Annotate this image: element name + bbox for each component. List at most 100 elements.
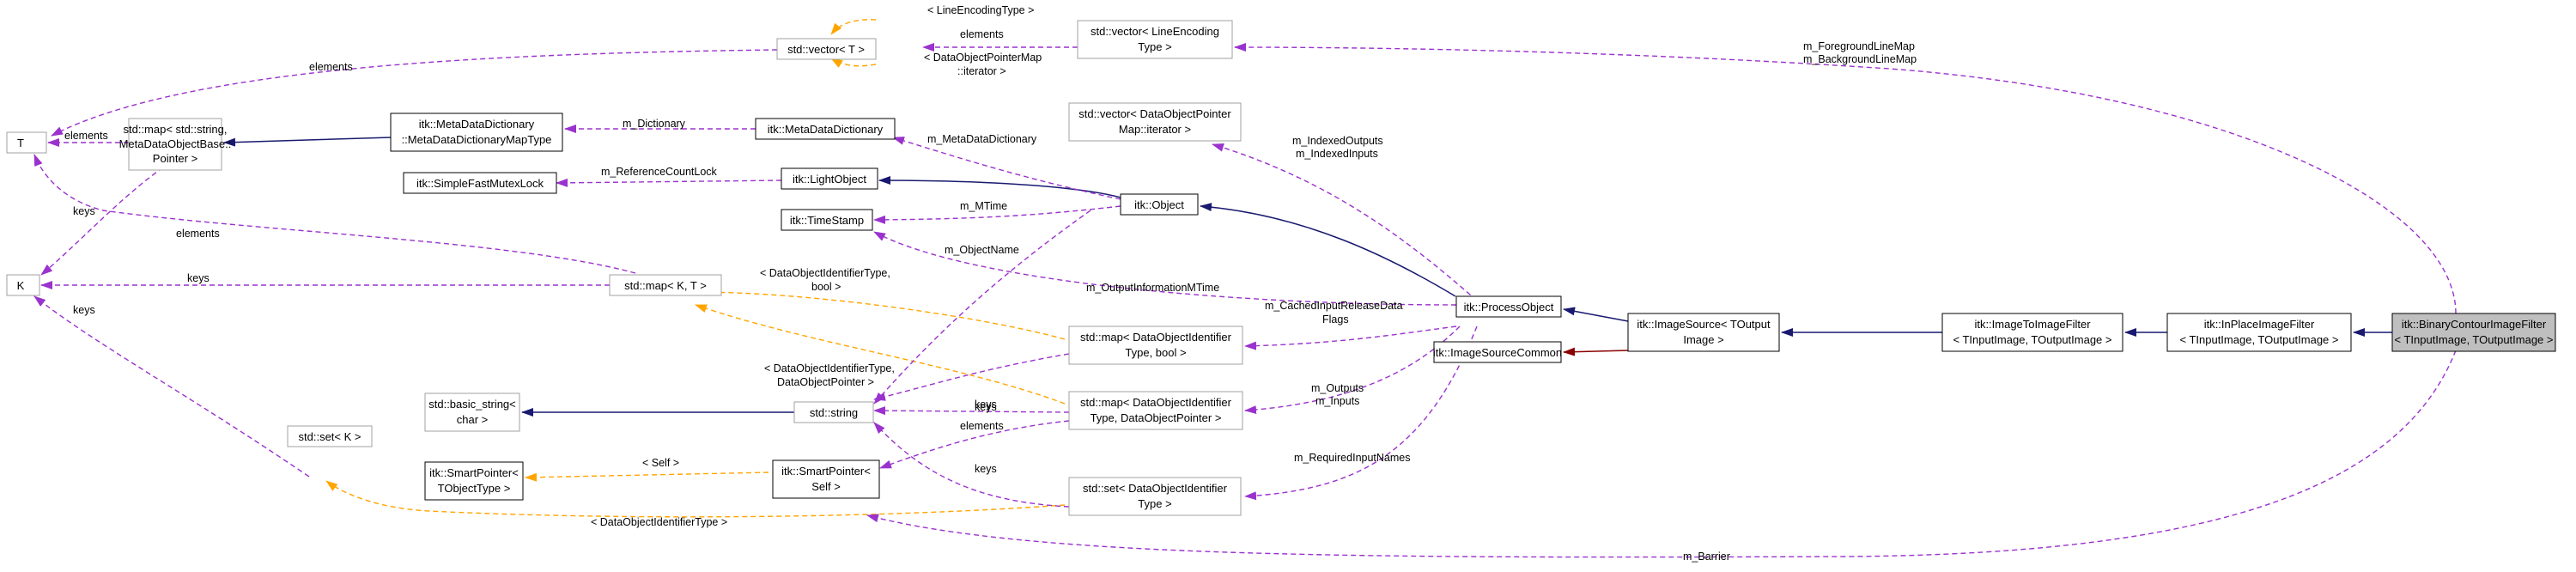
svg-text:std::vector< T >: std::vector< T > — [787, 43, 865, 56]
label-cached-2: Flags — [1322, 313, 1349, 326]
edge-smartptr-self — [525, 472, 769, 482]
label-barrier: m_Barrier — [1683, 551, 1730, 563]
svg-text:Self >: Self > — [811, 480, 841, 493]
svg-text:std::vector< LineEncoding: std::vector< LineEncoding — [1091, 25, 1219, 38]
svg-text:itk::ImageSourceCommon: itk::ImageSourceCommon — [1433, 346, 1562, 359]
edge-vectorT-to-vectorLE — [830, 19, 877, 35]
label-keys-mapDOP: keys — [975, 399, 997, 411]
edge-barrier — [866, 350, 2457, 558]
svg-text:itk::ImageToImageFilter: itk::ImageToImageFilter — [1974, 318, 2091, 331]
class-node-metadata-dictionary-map-type[interactable]: itk::MetaDataDictionary ::MetaDataDictio… — [390, 113, 563, 152]
label-elements-mapDOP: elements — [960, 420, 1004, 432]
svg-text:itk::InPlaceImageFilter: itk::InPlaceImageFilter — [2204, 318, 2315, 331]
class-node-image-to-image-filter[interactable]: itk::ImageToImageFilter < TInputImage, T… — [1941, 313, 2123, 352]
class-node-std-map-metadata-object[interactable]: std::map< std::string, MetaDataObjectBas… — [119, 118, 232, 171]
label-cached-1: m_CachedInputReleaseData — [1265, 300, 1403, 312]
edge-setK-keys-to-K — [33, 295, 310, 478]
edge-processobject-cached — [1244, 326, 1457, 350]
edge-lightobject-refcount — [556, 178, 782, 187]
edge-imgsourcecommon-to-imgsource — [1563, 347, 1629, 356]
class-node-process-object[interactable]: itk::ProcessObject — [1455, 295, 1562, 318]
class-node-smart-pointer-tobjecttype[interactable]: itk::SmartPointer< TObjectType > — [424, 461, 524, 501]
edge-mapKT-to-mapBool — [695, 288, 1066, 340]
label-m-dictionary: m_Dictionary — [623, 118, 686, 130]
class-node-image-source-common[interactable]: itk::ImageSourceCommon — [1433, 341, 1562, 363]
label-doi-dop-2: DataObjectPointer > — [777, 376, 874, 388]
edge-mapDOP-keys — [873, 406, 1070, 416]
edge-mapKT-to-mapDOP — [695, 304, 1066, 405]
edge-processobject-to-imgsource — [1563, 307, 1629, 322]
class-node-std-vector-T[interactable]: std::vector< T > — [776, 38, 877, 60]
class-node-std-set-K[interactable]: std::set< K > — [287, 425, 373, 447]
svg-text:std::map< std::string,: std::map< std::string, — [123, 123, 227, 136]
svg-text:Type >: Type > — [1138, 497, 1171, 510]
label-m-objectname: m_ObjectName — [945, 244, 1019, 256]
class-node-T[interactable]: T — [6, 131, 47, 154]
svg-text:std::string: std::string — [810, 406, 858, 419]
label-fg: m_ForegroundLineMap — [1803, 40, 1915, 52]
svg-text:std::set< DataObjectIdentifier: std::set< DataObjectIdentifier — [1083, 482, 1228, 495]
svg-text:char >: char > — [457, 413, 489, 426]
label-indexed-2: m_IndexedInputs — [1296, 148, 1378, 160]
svg-text:::MetaDataDictionaryMapType: ::MetaDataDictionaryMapType — [402, 133, 552, 146]
label-m-outputinfo: m_OutputInformationMTime — [1086, 282, 1219, 294]
class-node-inplace-image-filter[interactable]: itk::InPlaceImageFilter < TInputImage, T… — [2166, 313, 2352, 352]
label-outputs: m_Outputs — [1311, 382, 1364, 394]
svg-text:itk::MetaDataDictionary: itk::MetaDataDictionary — [419, 118, 535, 131]
class-node-std-basic-string[interactable]: std::basic_string< char > — [424, 392, 520, 432]
svg-text:std::map< K, T >: std::map< K, T > — [624, 279, 707, 292]
svg-text:std::basic_string<: std::basic_string< — [428, 398, 516, 411]
edge-object-to-processobject — [1200, 203, 1456, 297]
label-doi-bool-2: bool > — [811, 281, 841, 293]
class-node-std-vector-line-encoding[interactable]: std::vector< LineEncoding Type > — [1077, 20, 1233, 59]
edge-mapBool-keys — [873, 353, 1070, 401]
svg-text:T: T — [17, 137, 24, 149]
svg-text:itk::BinaryContourImageFilter: itk::BinaryContourImageFilter — [2402, 318, 2547, 331]
label-elements-map: elements — [64, 130, 108, 142]
label-m-refcount: m_ReferenceCountLock — [601, 166, 718, 178]
edge-processobject-indexed — [1212, 143, 1478, 301]
svg-text:Image >: Image > — [1683, 333, 1723, 346]
class-node-light-object[interactable]: itk::LightObject — [781, 167, 878, 190]
class-node-std-set-doi[interactable]: std::set< DataObjectIdentifier Type > — [1068, 477, 1242, 516]
label-indexed-1: m_IndexedOutputs — [1292, 135, 1383, 147]
svg-text:Type >: Type > — [1138, 40, 1171, 53]
label-m-mtime: m_MTime — [960, 200, 1007, 212]
class-node-metadata-dictionary[interactable]: itk::MetaDataDictionary — [755, 118, 896, 140]
class-node-object[interactable]: itk::Object — [1120, 193, 1199, 216]
edge-object-mtime — [873, 205, 1121, 224]
class-node-image-source[interactable]: itk::ImageSource< TOutput Image > — [1627, 313, 1780, 352]
edge-mapmeta-keys-to-K — [40, 167, 164, 276]
class-node-std-vector-dop-iterator[interactable]: std::vector< DataObjectPointer Map::iter… — [1068, 102, 1242, 142]
label-elements-T: elements — [309, 61, 353, 73]
svg-text:itk::MetaDataDictionary: itk::MetaDataDictionary — [768, 123, 884, 136]
class-node-timestamp[interactable]: itk::TimeStamp — [781, 209, 873, 231]
svg-text:itk::LightObject: itk::LightObject — [793, 173, 866, 186]
svg-text:itk::SmartPointer<: itk::SmartPointer< — [429, 466, 519, 479]
class-node-std-map-doi-bool[interactable]: std::map< DataObjectIdentifier Type, boo… — [1068, 326, 1243, 365]
class-node-std-string[interactable]: std::string — [793, 401, 874, 423]
edge-vectorT-to-vectorDOP — [830, 58, 877, 68]
edge-foreground-background — [1234, 43, 2457, 314]
label-elements-mapKT: elements — [176, 228, 220, 240]
label-keys-K: keys — [73, 205, 95, 217]
label-keys-setDOI: keys — [975, 463, 997, 475]
label-self: < Self > — [642, 457, 679, 469]
svg-text:std::map< DataObjectIdentifier: std::map< DataObjectIdentifier — [1080, 331, 1232, 344]
class-node-std-map-doi-dop[interactable]: std::map< DataObjectIdentifier Type, Dat… — [1068, 391, 1243, 430]
class-node-K[interactable]: K — [6, 274, 40, 296]
class-node-binary-contour-image-filter[interactable]: itk::BinaryContourImageFilter < TInputIm… — [2391, 313, 2556, 352]
svg-text:Type, DataObjectPointer >: Type, DataObjectPointer > — [1091, 411, 1222, 424]
label-doi-dop-1: < DataObjectIdentifierType, — [764, 362, 895, 374]
edge-lightobject-to-object — [878, 176, 1121, 198]
svg-text:Pointer >: Pointer > — [153, 152, 197, 165]
label-elements-vecT: elements — [960, 28, 1004, 40]
class-node-simple-fast-mutex-lock[interactable]: itk::SimpleFastMutexLock — [403, 172, 557, 194]
label-doi-type: < DataObjectIdentifierType > — [591, 516, 727, 528]
class-node-std-map-K-T[interactable]: std::map< K, T > — [609, 274, 722, 296]
label-le-type: < LineEncodingType > — [927, 4, 1034, 16]
class-node-smart-pointer-self[interactable]: itk::SmartPointer< Self > — [772, 459, 880, 499]
svg-text:MetaDataObjectBase::: MetaDataObjectBase:: — [119, 137, 232, 150]
label-dop-iter-2: ::iterator > — [957, 65, 1006, 77]
